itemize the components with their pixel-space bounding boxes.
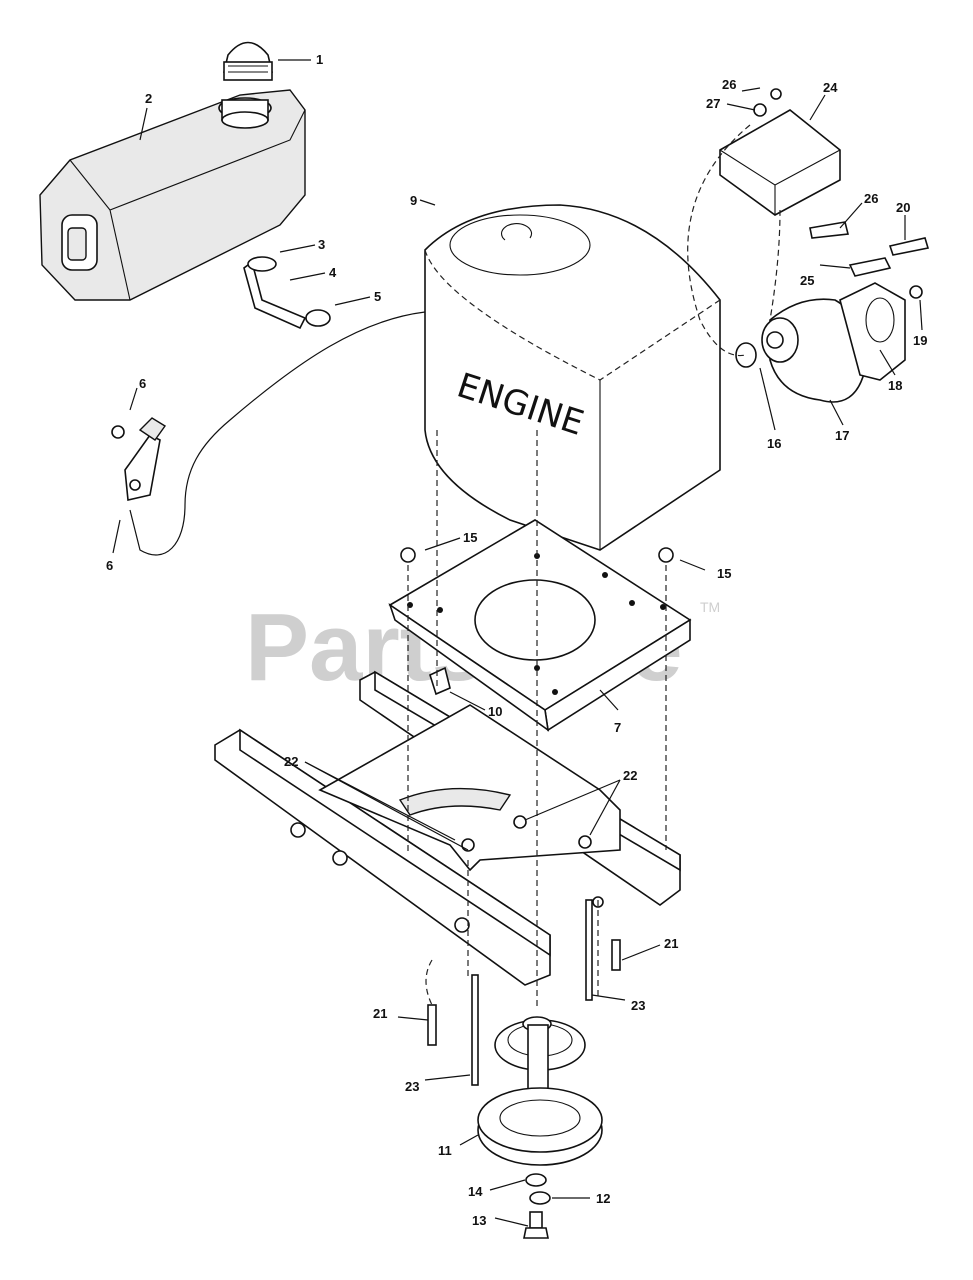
fuel-tank[interactable] xyxy=(39,89,306,301)
mounting-hardware[interactable] xyxy=(400,430,674,855)
callout-23-right: 23 xyxy=(631,998,645,1013)
callout-9: 9 xyxy=(410,193,417,208)
throttle-control[interactable] xyxy=(111,417,167,501)
engine-mount-plate[interactable] xyxy=(388,519,692,732)
callout-15-right: 15 xyxy=(717,566,731,581)
callout-4: 4 xyxy=(329,265,337,280)
callout-2: 2 xyxy=(145,91,152,106)
callout-3: 3 xyxy=(318,237,325,252)
callout-25: 25 xyxy=(800,273,814,288)
callout-16: 16 xyxy=(767,436,781,451)
throttle-cable xyxy=(129,311,426,556)
callout-26-mid: 26 xyxy=(864,191,878,206)
pulley-assembly[interactable] xyxy=(477,430,603,1239)
callout-22-right: 22 xyxy=(623,768,637,783)
callout-15-left: 15 xyxy=(463,530,477,545)
callout-10: 10 xyxy=(488,704,502,719)
callout-22-left: 22 xyxy=(284,754,298,769)
callout-12: 12 xyxy=(596,1191,610,1206)
callout-6-top: 6 xyxy=(139,376,146,391)
muffler-assembly[interactable] xyxy=(687,88,930,403)
callout-23-left: 23 xyxy=(405,1079,419,1094)
callout-7: 7 xyxy=(614,720,621,735)
callout-numbers: 1 2 3 4 5 6 6 7 9 10 11 12 13 14 15 15 1… xyxy=(106,52,927,1228)
callout-21-left: 21 xyxy=(373,1006,387,1021)
callout-24: 24 xyxy=(823,80,838,95)
callout-11: 11 xyxy=(438,1143,452,1158)
callout-21-right: 21 xyxy=(664,936,678,951)
engine[interactable]: ENGINE xyxy=(424,204,721,551)
callout-14: 14 xyxy=(468,1184,483,1199)
trademark: TM xyxy=(700,599,720,615)
callout-5: 5 xyxy=(374,289,381,304)
callout-27: 27 xyxy=(706,96,720,111)
callout-18: 18 xyxy=(888,378,902,393)
callout-6-bottom: 6 xyxy=(106,558,113,573)
frame[interactable] xyxy=(214,670,681,986)
leader-lines xyxy=(112,59,923,1227)
callout-20: 20 xyxy=(896,200,910,215)
callout-19: 19 xyxy=(913,333,927,348)
jackshaft-bolts[interactable] xyxy=(425,860,621,1086)
callout-13: 13 xyxy=(472,1213,486,1228)
fuel-cap[interactable] xyxy=(222,41,274,81)
callout-26-top: 26 xyxy=(722,77,736,92)
callout-17: 17 xyxy=(835,428,849,443)
fuel-line[interactable] xyxy=(243,256,331,330)
callout-1: 1 xyxy=(316,52,323,67)
